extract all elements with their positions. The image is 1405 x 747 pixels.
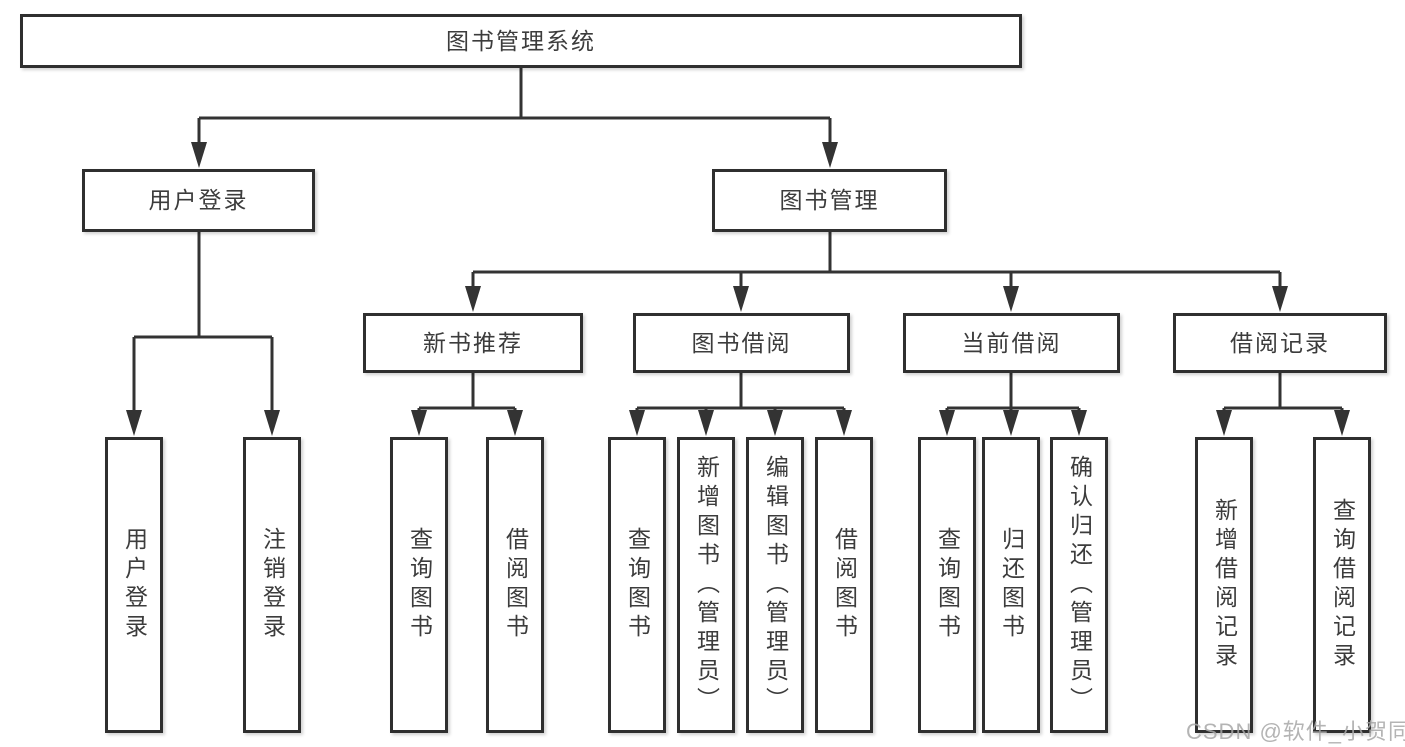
leaf-edit-book-admin: 编辑图书（管理员） <box>746 437 804 733</box>
leaf-logout: 注销登录 <box>243 437 301 733</box>
leaf-borrow-books-borrowing: 借阅图书 <box>815 437 873 733</box>
node-borrowing-records: 借阅记录 <box>1173 313 1387 373</box>
node-user-login: 用户登录 <box>82 169 315 232</box>
leaf-confirm-return-admin: 确认归还（管理员） <box>1050 437 1108 733</box>
leaf-query-borrow-record: 查询借阅记录 <box>1313 437 1371 733</box>
leaf-add-borrow-record: 新增借阅记录 <box>1195 437 1253 733</box>
node-book-borrowing: 图书借阅 <box>633 313 850 373</box>
leaf-borrow-books-recommend: 借阅图书 <box>486 437 544 733</box>
leaf-query-books-recommend: 查询图书 <box>390 437 448 733</box>
leaf-return-book: 归还图书 <box>982 437 1040 733</box>
leaf-query-books-borrowing: 查询图书 <box>608 437 666 733</box>
node-current-borrowing: 当前借阅 <box>903 313 1120 373</box>
node-root-system: 图书管理系统 <box>20 14 1022 68</box>
node-book-management: 图书管理 <box>712 169 947 232</box>
node-new-book-recommend: 新书推荐 <box>363 313 583 373</box>
csdn-watermark: CSDN @软件_小贺同学 <box>1186 719 1405 744</box>
leaf-user-login: 用户登录 <box>105 437 163 733</box>
leaf-query-books-current: 查询图书 <box>918 437 976 733</box>
leaf-add-book-admin: 新增图书（管理员） <box>677 437 735 733</box>
